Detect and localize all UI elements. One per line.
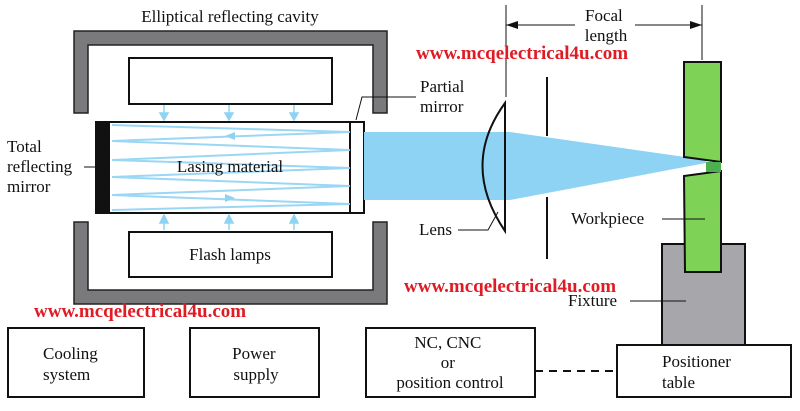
- light-arrows-top: [158, 105, 300, 122]
- total-reflecting-mirror: [96, 122, 110, 213]
- focal-length-label: Focal length: [585, 6, 628, 45]
- control-box: [365, 327, 536, 398]
- focal-arrow-left: [506, 21, 518, 29]
- internal-reflections: [111, 124, 351, 211]
- lower-flash-lamp: [128, 231, 333, 278]
- cavity-title: Elliptical reflecting cavity: [141, 7, 319, 26]
- cut-zone: [706, 162, 721, 172]
- fixture-label: Fixture: [568, 291, 617, 310]
- lasing-material-label: Lasing material: [177, 157, 283, 176]
- reflection-arrow-right: [225, 194, 235, 202]
- watermark-top: www.mcqelectrical4u.com: [416, 43, 628, 64]
- positioner-table-box: [616, 344, 792, 398]
- lens-leader: [458, 211, 499, 231]
- laser-beam: [364, 132, 706, 200]
- lower-cavity-reflector: [73, 221, 388, 305]
- light-arrows-bottom: [158, 213, 300, 230]
- reflection-arrow-left: [225, 132, 235, 140]
- total-mirror-label: Total reflecting mirror: [7, 137, 76, 196]
- flash-lamps-label: Flash lamps: [189, 245, 271, 264]
- power-supply-label: Power supply: [232, 344, 280, 384]
- cooling-system-label: Cooling system: [43, 344, 102, 384]
- focal-arrow-right: [690, 21, 702, 29]
- partial-mirror-leader: [355, 96, 416, 121]
- watermark-left: www.mcqelectrical4u.com: [34, 301, 246, 322]
- lens: [481, 99, 506, 235]
- power-supply-box: [189, 327, 320, 398]
- watermark-middle: www.mcqelectrical4u.com: [404, 276, 616, 297]
- lens-label: Lens: [419, 220, 452, 239]
- upper-flash-lamp: [128, 57, 333, 105]
- control-label: NC, CNC or position control: [396, 333, 503, 392]
- cooling-system-box: [7, 327, 145, 398]
- workpiece-label: Workpiece: [571, 209, 644, 228]
- workpiece-upper: [683, 61, 722, 164]
- partial-mirror-label: Partial mirror: [420, 77, 469, 116]
- positioner-table-label: Positioner table: [662, 352, 735, 392]
- workpiece-lower: [682, 169, 722, 273]
- upper-cavity-reflector: [73, 30, 388, 114]
